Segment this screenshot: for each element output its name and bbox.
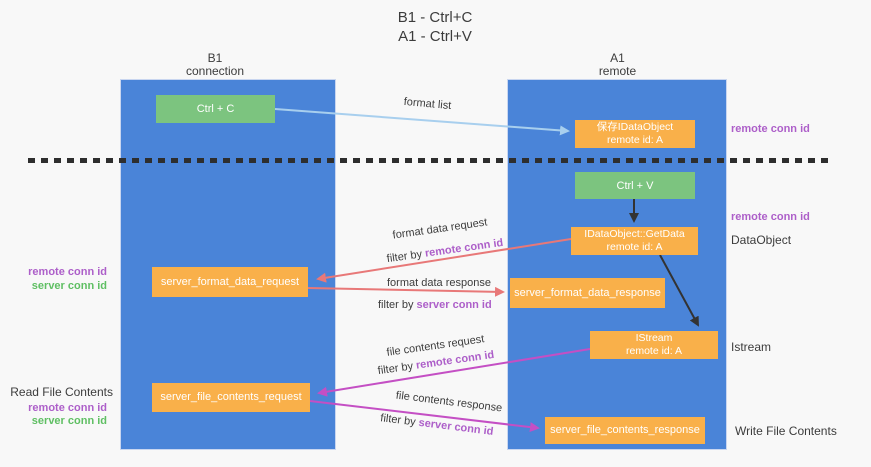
idataobject-getdata-box: IDataObject::GetData remote id: A	[571, 227, 698, 255]
server-file-contents-request-box: server_file_contents_request	[152, 383, 310, 412]
getdata-line2: remote id: A	[606, 241, 663, 253]
read-file-contents-label: Read File Contents	[10, 385, 113, 399]
file-contents-response-label: file contents response	[395, 389, 503, 415]
right-column-name: A1	[610, 51, 625, 65]
ctrl-c-label: Ctrl + C	[196, 103, 235, 115]
right-column-subtitle: remote	[598, 64, 637, 78]
istream-line2: remote id: A	[625, 345, 683, 357]
dataobject-label: DataObject	[731, 233, 792, 247]
left-server-conn-id-label-1: server conn id	[31, 280, 107, 292]
server-conn-id-text: server conn id	[416, 299, 492, 311]
left-remote-conn-id-label-2: remote conn id	[28, 402, 107, 414]
filter-by-server-conn-id-label-1: filter by server conn id	[378, 299, 492, 311]
server-conn-id-text: server conn id	[417, 416, 495, 438]
left-column-name: B1	[207, 51, 223, 65]
server-file-contents-response-box: server_file_contents_response	[545, 417, 705, 444]
server-format-data-response-box: server_format_data_response	[510, 278, 665, 308]
right-remote-conn-id-label-2: remote conn id	[731, 211, 810, 223]
left-column-header: B1 connection	[150, 52, 280, 78]
filter-by-remote-conn-id-label-1: filter by remote conn id	[385, 237, 506, 266]
format-data-response-label: format data response	[387, 277, 491, 289]
server-format-data-response-label: server_format_data_response	[514, 286, 661, 299]
istream-side-label: Istream	[731, 340, 772, 354]
istream-line1: IStream	[635, 332, 673, 344]
left-remote-conn-id-label-1: remote conn id	[28, 266, 107, 278]
format-data-request-label: format data request	[391, 216, 489, 242]
filter-prefix: filter by	[377, 359, 417, 378]
diagram-title: B1 - Ctrl+C A1 - Ctrl+V	[330, 8, 540, 46]
istream-box: IStream remote id: A	[590, 331, 718, 359]
format-list-label: format list	[403, 95, 452, 113]
save-idataobject-line2: remote id: A	[606, 134, 664, 146]
save-idataobject-line1: 保存IDataObject	[596, 121, 674, 133]
left-server-conn-id-label-2: server conn id	[31, 415, 107, 427]
filter-prefix: filter by	[386, 247, 426, 266]
server-file-contents-request-label: server_file_contents_request	[160, 391, 302, 403]
ctrl-v-label: Ctrl + V	[616, 179, 654, 192]
server-format-data-request-box: server_format_data_request	[152, 267, 308, 297]
title-line-2: A1 - Ctrl+V	[398, 28, 472, 45]
left-column-subtitle: connection	[185, 64, 245, 78]
ctrl-v-box: Ctrl + V	[575, 172, 695, 199]
ctrl-c-box: Ctrl + C	[156, 95, 275, 123]
title-line-1: B1 - Ctrl+C	[397, 9, 473, 26]
save-idataobject-box: 保存IDataObject remote id: A	[575, 120, 695, 148]
filter-by-server-conn-id-label-2: filter by server conn id	[380, 412, 494, 438]
server-format-data-request-label: server_format_data_request	[160, 275, 300, 288]
filter-prefix: filter by	[379, 412, 420, 429]
server-file-contents-response-label: server_file_contents_response	[550, 424, 700, 436]
right-column-header: A1 remote	[555, 52, 680, 78]
phase-separator-dashed-line	[28, 158, 832, 163]
write-file-contents-label: Write File Contents	[735, 424, 837, 438]
remote-conn-id-text: remote conn id	[424, 236, 504, 260]
getdata-line1: IDataObject::GetData	[584, 228, 685, 240]
filter-prefix: filter by	[378, 299, 417, 311]
right-remote-conn-id-label-1: remote conn id	[731, 123, 810, 135]
